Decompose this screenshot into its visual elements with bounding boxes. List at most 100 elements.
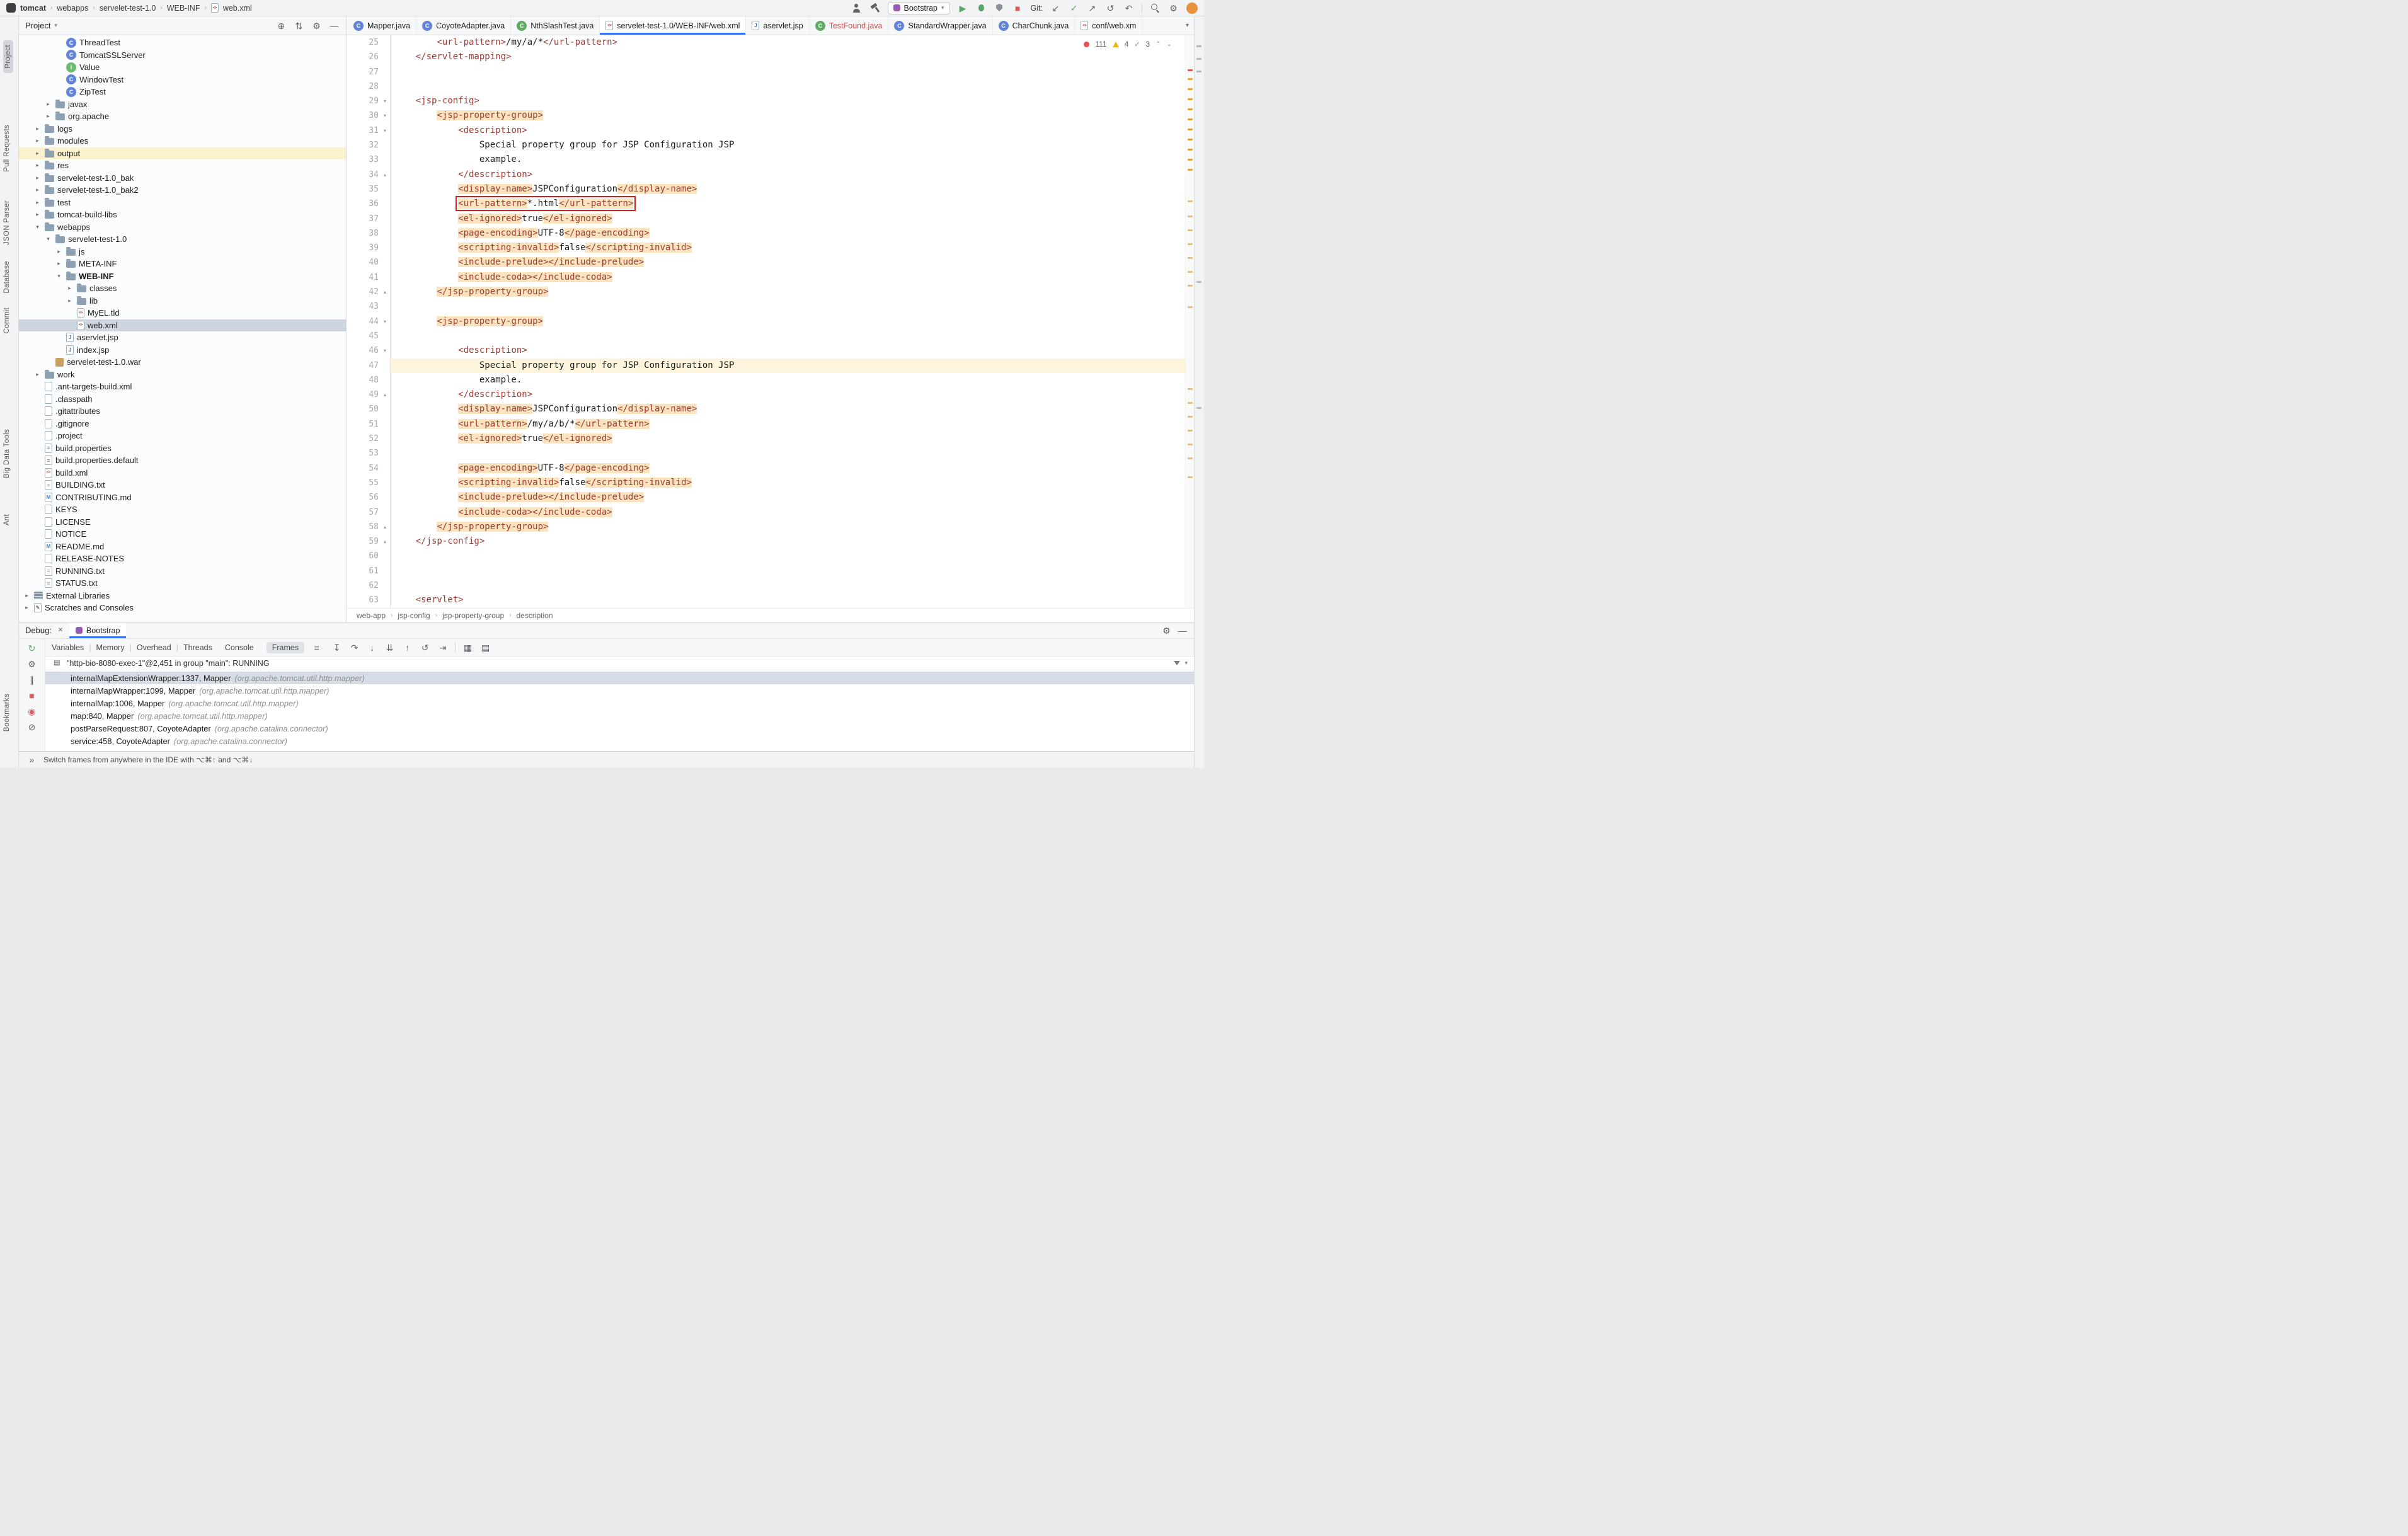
tree-item-meta-inf[interactable]: ▸META-INF (19, 258, 346, 270)
tree-item-javax[interactable]: ▸javax (19, 98, 346, 111)
editor-tab-servelet-test-1-0-web-inf-web-xml[interactable]: <>servelet-test-1.0/WEB-INF/web.xml (600, 16, 746, 35)
code-line-51[interactable]: 51 <url-pattern>/my/a/b/*</url-pattern> (347, 417, 1194, 432)
tree-item-servelet-test-1-0[interactable]: ▾servelet-test-1.0 (19, 233, 346, 246)
tree-item-ant-targets-build-xml[interactable]: .ant-targets-build.xml (19, 381, 346, 393)
code-line-58[interactable]: 58▴ </jsp-property-group> (347, 520, 1194, 534)
stripe-mark[interactable] (1188, 430, 1193, 432)
editor-breadcrumb-jsp-property-group[interactable]: jsp-property-group (442, 611, 504, 620)
tree-item-building-txt[interactable]: ≡BUILDING.txt (19, 479, 346, 491)
next-problem-icon[interactable]: ⌄ (1167, 41, 1172, 48)
pause-icon[interactable]: ∥ (26, 674, 37, 685)
chevron-expanded-icon[interactable]: ▾ (55, 273, 63, 280)
code-line-50[interactable]: 50 <display-name>JSPConfiguration</displ… (347, 402, 1194, 416)
run-config-selector[interactable]: Bootstrap ▾ (888, 2, 950, 14)
code-line-34[interactable]: 34▴ </description> (347, 168, 1194, 182)
code-line-48[interactable]: 48 example. (347, 373, 1194, 387)
tree-item-aservlet-jsp[interactable]: Jaservlet.jsp (19, 331, 346, 344)
tree-item-index-jsp[interactable]: Jindex.jsp (19, 344, 346, 357)
chevron-collapsed-icon[interactable]: ▸ (55, 248, 63, 255)
step-over-icon[interactable]: ↷ (349, 642, 360, 653)
tree-item-test[interactable]: ▸test (19, 197, 346, 209)
tree-item-release-notes[interactable]: RELEASE-NOTES (19, 553, 346, 565)
tree-item-work[interactable]: ▸work (19, 369, 346, 381)
code-line-36[interactable]: 36 <url-pattern>*.html</url-pattern> (347, 197, 1194, 211)
tree-item-tomcatsslserver[interactable]: CTomcatSSLServer (19, 49, 346, 62)
stripe-mark[interactable] (1188, 402, 1193, 404)
show-execution-point-icon[interactable]: ↧ (331, 642, 342, 653)
stripe-mark[interactable] (1188, 215, 1193, 217)
chevron-collapsed-icon[interactable]: ▸ (33, 186, 42, 193)
code-line-26[interactable]: 26 </servlet-mapping> (347, 50, 1194, 64)
tree-item-external-libraries[interactable]: ▸External Libraries (19, 590, 346, 602)
tree-item-value[interactable]: IValue (19, 61, 346, 74)
tool-stripe-ant[interactable]: Ant (3, 514, 11, 525)
locate-file-icon[interactable]: ⊕ (276, 20, 287, 31)
fold-icon[interactable]: ▾ (380, 343, 390, 358)
debug-view-tab-memory[interactable]: Memory (96, 643, 124, 652)
tree-item-lib[interactable]: ▸lib (19, 295, 346, 307)
chevron-collapsed-icon[interactable]: ▸ (66, 297, 74, 304)
git-commit-icon[interactable]: ✓ (1069, 3, 1079, 13)
tree-item-build-properties-default[interactable]: ≡build.properties.default (19, 454, 346, 467)
stripe-mark[interactable] (1188, 200, 1193, 202)
fold-icon[interactable]: ▾ (380, 123, 390, 138)
chevron-collapsed-icon[interactable]: ▸ (33, 175, 42, 181)
debug-button[interactable] (976, 3, 987, 13)
code-line-43[interactable]: 43 (347, 299, 1194, 314)
tree-item-classes[interactable]: ▸classes (19, 282, 346, 295)
code-line-28[interactable]: 28 (347, 79, 1194, 94)
stripe-mark[interactable] (1188, 257, 1193, 259)
tree-item-servelet-test-1-0-bak2[interactable]: ▸servelet-test-1.0_bak2 (19, 184, 346, 197)
hidden-tabs-icon[interactable]: ▾ (1181, 22, 1194, 29)
code-line-40[interactable]: 40 <include-prelude></include-prelude> (347, 255, 1194, 270)
code-line-33[interactable]: 33 example. (347, 152, 1194, 167)
hide-panel-icon[interactable]: — (329, 20, 340, 31)
tree-item-js[interactable]: ▸js (19, 246, 346, 258)
stripe-mark[interactable] (1188, 306, 1193, 308)
frame-row[interactable]: internalMapWrapper:1099, Mapper(org.apac… (45, 684, 1194, 697)
stripe-mark[interactable] (1188, 69, 1193, 71)
stripe-mark[interactable] (1188, 229, 1193, 231)
debug-view-tab-variables[interactable]: Variables (52, 643, 84, 652)
stripe-mark[interactable] (1188, 159, 1193, 161)
run-to-cursor-icon[interactable]: ⇥ (437, 642, 448, 653)
minimize-panel-icon[interactable]: — (1177, 625, 1188, 636)
editor-tab-coyoteadapter-java[interactable]: CCoyoteAdapter.java (416, 16, 511, 35)
chevron-collapsed-icon[interactable]: ▸ (33, 371, 42, 378)
stripe-mark[interactable] (1188, 388, 1193, 390)
debug-view-tab-threads[interactable]: Threads (183, 643, 212, 652)
editor-breadcrumb-jsp-config[interactable]: jsp-config (398, 611, 430, 620)
stripe-mark[interactable] (1188, 98, 1193, 100)
debugger-settings-icon[interactable]: ⚙ (26, 658, 37, 669)
editor-breadcrumb-web-app[interactable]: web-app (357, 611, 386, 620)
chevron-down-icon[interactable]: ▾ (1184, 660, 1188, 667)
code-line-41[interactable]: 41 <include-coda></include-coda> (347, 270, 1194, 285)
breadcrumb-item-webapps[interactable]: webapps (57, 4, 88, 13)
tree-item-tomcat-build-libs[interactable]: ▸tomcat-build-libs (19, 209, 346, 221)
tree-item-org-apache[interactable]: ▸org.apache (19, 110, 346, 123)
code-line-61[interactable]: 61 (347, 564, 1194, 578)
tree-item-gitignore[interactable]: .gitignore (19, 418, 346, 430)
chevron-collapsed-icon[interactable]: ▸ (33, 199, 42, 206)
tree-item-build-xml[interactable]: <>build.xml (19, 467, 346, 479)
stripe-mark[interactable] (1188, 285, 1193, 287)
tool-stripe-json-parser[interactable]: JSON Parser (3, 200, 11, 245)
code-line-42[interactable]: 42▴ </jsp-property-group> (347, 285, 1194, 299)
panel-settings-icon[interactable]: ⚙ (311, 20, 322, 31)
step-out-icon[interactable]: ↑ (402, 642, 413, 653)
fold-icon[interactable]: ▾ (380, 94, 390, 108)
thread-selector[interactable]: ▤ "http-bio-8080-exec-1"@2,451 in group … (45, 656, 1194, 670)
frame-row[interactable]: map:840, Mapper(org.apache.tomcat.util.h… (45, 709, 1194, 722)
tree-item-web-xml[interactable]: <>web.xml (19, 319, 346, 332)
code-line-49[interactable]: 49▴ </description> (347, 387, 1194, 402)
tree-item-project[interactable]: .project (19, 430, 346, 442)
code-line-53[interactable]: 53 (347, 446, 1194, 461)
chevron-collapsed-icon[interactable]: ▸ (44, 101, 52, 108)
code-line-32[interactable]: 32 Special property group for JSP Config… (347, 138, 1194, 152)
tool-stripe-bookmarks[interactable]: Bookmarks (3, 694, 11, 731)
code-line-38[interactable]: 38 <page-encoding>UTF-8</page-encoding> (347, 226, 1194, 241)
tree-item-windowtest[interactable]: CWindowTest (19, 74, 346, 86)
fold-icon[interactable]: ▾ (380, 314, 390, 329)
editor-breadcrumb-description[interactable]: description (516, 611, 553, 620)
collapse-all-icon[interactable]: ⇅ (294, 20, 304, 31)
